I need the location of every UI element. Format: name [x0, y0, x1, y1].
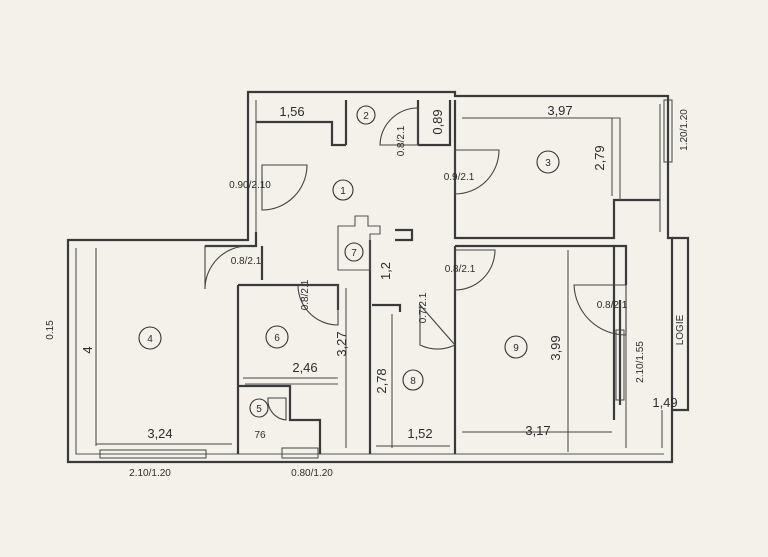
dim-label: 4 [80, 346, 95, 353]
dim-label: 2,79 [592, 145, 607, 170]
dimension-lines [95, 117, 613, 452]
room-number: 2 [363, 111, 369, 122]
windows [99, 99, 673, 459]
door-swing-room8 [419, 303, 456, 350]
door-swings [204, 107, 627, 421]
door-swing-room5 [267, 397, 287, 421]
interior-walls [205, 100, 690, 454]
room-marker-4: 4 [138, 326, 162, 350]
entrance-door [281, 447, 319, 459]
room-number: 3 [545, 158, 551, 169]
dim-label: 3,24 [147, 426, 172, 441]
dimension-labels: 1,56 0,89 3,97 2,79 4 3,24 2,46 3,27 2,7… [45, 103, 678, 441]
opening-label: 2.10/1.20 [129, 468, 171, 479]
door-swing-room1-left [261, 164, 308, 211]
door-swing-logie [573, 284, 627, 336]
opening-label: 0.8/2.1 [300, 279, 311, 310]
opening-label: 2.10/1.55 [635, 341, 646, 383]
window-room4 [99, 449, 207, 459]
opening-label: 0.8/2.1 [231, 256, 262, 267]
room-number: 8 [410, 376, 416, 387]
dim-label: 1,2 [378, 262, 393, 280]
room-number: 4 [147, 334, 153, 345]
opening-label: 0.8/2.1 [597, 300, 628, 311]
dim-label: 2,46 [292, 360, 317, 375]
room-marker-3: 3 [536, 150, 560, 174]
opening-label: 0.80/1.20 [291, 468, 333, 479]
room-number: 7 [351, 248, 357, 259]
dim-label: 1,52 [407, 426, 432, 441]
dim-label: 76 [254, 430, 266, 441]
room-number: 5 [256, 404, 262, 415]
window-room3 [663, 99, 673, 163]
dim-label: 3,97 [547, 103, 572, 118]
logie-label: LOGIE [675, 314, 686, 345]
room-number: 1 [340, 186, 346, 197]
dim-label: 3,99 [548, 335, 563, 360]
window-room9 [615, 329, 625, 401]
dim-label: 0.15 [45, 320, 56, 340]
dim-label: 2,78 [374, 368, 389, 393]
room-marker-6: 6 [265, 325, 289, 349]
room-marker-2: 2 [356, 105, 376, 125]
room-number: 9 [513, 343, 519, 354]
room-number: 6 [274, 333, 280, 344]
dim-label: 3,27 [334, 331, 349, 356]
room-marker-5: 5 [249, 398, 269, 418]
door-swing-room4 [204, 245, 249, 290]
room-marker-9: 9 [504, 335, 528, 359]
opening-label: 0.8/2.1 [445, 264, 476, 275]
door-swing-room3 [454, 149, 500, 195]
opening-label: 1.20/1.20 [679, 109, 690, 151]
dim-label: 1,49 [652, 395, 677, 410]
opening-label: 0.8/2.1 [396, 125, 407, 156]
door-swing-room9 [454, 249, 496, 291]
door-swing-closet [379, 107, 419, 146]
opening-label: 0.9/2.1 [444, 172, 475, 183]
opening-labels: 0.90/2.10 0.8/2.1 0.9/2.1 0.8/2.1 0.8/2.… [129, 109, 690, 479]
dim-label: 1,56 [279, 104, 304, 119]
opening-label: 0.90/2.10 [229, 180, 271, 191]
room-marker-7: 7 [344, 242, 364, 262]
opening-label: 0.7/2.1 [418, 292, 429, 323]
room-markers: 1 2 3 4 5 6 7 8 9 [138, 105, 560, 418]
room-marker-8: 8 [402, 369, 424, 391]
door-swing-room6 [297, 284, 339, 326]
room-marker-1: 1 [332, 179, 354, 201]
dim-label: 3,17 [525, 423, 550, 438]
dim-label: 0,89 [430, 109, 445, 134]
